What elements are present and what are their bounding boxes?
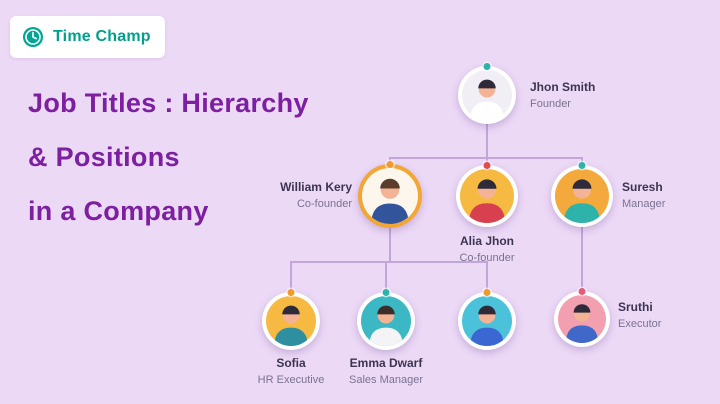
org-label-suresh: Suresh Manager — [622, 180, 712, 210]
org-label-founder: Jhon Smith Founder — [530, 80, 620, 110]
connector-dot — [578, 288, 586, 295]
avatar — [456, 162, 518, 227]
person-icon — [555, 169, 609, 223]
connector-line — [389, 228, 391, 262]
avatar — [458, 289, 516, 350]
person-name: Alia Jhon — [459, 234, 514, 248]
person-name: Sruthi — [618, 300, 653, 314]
connector-line — [385, 261, 387, 294]
connector-dot — [382, 289, 390, 296]
connector-dot — [483, 162, 491, 169]
org-node-founder — [458, 63, 516, 124]
connector-line — [291, 261, 488, 263]
person-title: Founder — [530, 98, 571, 110]
org-label-sofia: Sofia HR Executive — [241, 356, 341, 386]
clock-icon — [23, 27, 43, 47]
person-name: Suresh — [622, 180, 663, 194]
org-node-cofounder-william — [358, 161, 422, 228]
org-node-sales-emma — [357, 289, 415, 350]
person-icon — [462, 70, 512, 120]
person-name: Emma Dwarf — [349, 356, 423, 370]
org-node-manager-suresh — [551, 162, 613, 227]
connector-line — [486, 124, 488, 158]
avatar — [358, 161, 422, 228]
connector-line — [581, 227, 583, 293]
avatar — [357, 289, 415, 350]
org-node-hr-sofia — [262, 289, 320, 350]
person-icon — [266, 296, 316, 346]
person-name: Jhon Smith — [530, 80, 596, 94]
person-icon — [460, 169, 514, 223]
page-title-line-1: Job Titles : Hierarchy — [28, 88, 309, 118]
connector-dot — [386, 161, 394, 168]
person-name: William Kery — [280, 180, 352, 194]
org-node-team-member — [458, 289, 516, 350]
org-label-william: William Kery Co-founder — [252, 180, 352, 210]
person-icon — [362, 168, 418, 224]
avatar — [551, 162, 613, 227]
avatar — [554, 288, 610, 347]
org-node-executor-sruthi — [554, 288, 610, 347]
person-icon — [462, 296, 512, 346]
avatar — [458, 63, 516, 124]
person-title: Co-founder — [296, 198, 352, 210]
page-title: Job Titles : Hierarchy & Positions in a … — [28, 76, 309, 238]
person-icon — [558, 295, 606, 343]
org-label-alia: Alia Jhon Co-founder — [442, 234, 532, 264]
org-label-emma: Emma Dwarf Sales Manager — [336, 356, 436, 386]
person-title: Co-founder — [459, 252, 515, 264]
connector-line — [486, 261, 488, 294]
page-title-line-2: & Positions — [28, 142, 180, 172]
connector-dot — [483, 289, 491, 296]
person-title: Manager — [622, 198, 666, 210]
avatar — [262, 289, 320, 350]
person-title: HR Executive — [257, 374, 325, 386]
person-name: Sofia — [276, 356, 306, 370]
person-icon — [361, 296, 411, 346]
org-node-cofounder-alia — [456, 162, 518, 227]
brand-logo-card: Time Champ — [10, 16, 165, 58]
person-title: Sales Manager — [349, 374, 423, 386]
connector-dot — [287, 289, 295, 296]
connector-dot — [578, 162, 586, 169]
brand-name: Time Champ — [53, 28, 151, 45]
person-title: Executor — [618, 318, 662, 330]
org-label-sruthi: Sruthi Executor — [618, 300, 708, 330]
page-title-line-3: in a Company — [28, 196, 209, 226]
connector-dot — [483, 63, 491, 70]
connector-line — [290, 261, 292, 294]
